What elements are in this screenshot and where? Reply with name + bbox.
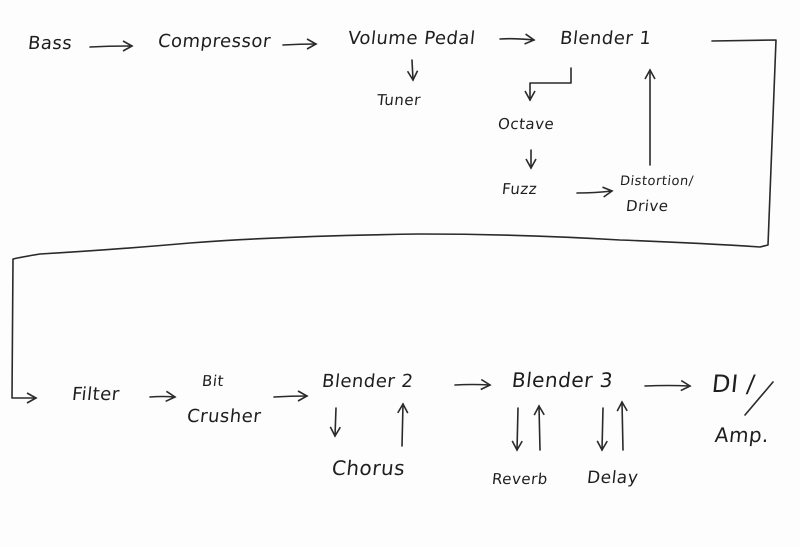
node-distortion-line1: Distortion/ [619, 174, 695, 189]
node-volume-pedal: Volume Pedal [346, 28, 477, 49]
arrow-blender2-to-blender3 [454, 378, 492, 391]
node-compressor: Compressor [156, 31, 272, 52]
node-blender-1: Blender 1 [558, 28, 653, 49]
node-filter: Filter [70, 384, 121, 405]
node-blender-3: Blender 3 [510, 368, 615, 392]
arrow-reverb-to-blender3 [533, 404, 545, 451]
arrow-blender2-to-chorus [329, 407, 342, 438]
arrow-volume-to-tuner [406, 59, 419, 82]
arrow-chorus-to-blender2 [397, 402, 409, 447]
arrow-bass-to-compressor [89, 40, 134, 52]
connector-blender1-to-filter [11, 39, 777, 404]
arrow-blender3-to-output [644, 379, 692, 392]
node-octave: Octave [497, 115, 556, 133]
node-distortion-line2: Drive [625, 197, 670, 215]
slash-di-amp [744, 381, 774, 416]
connector-blender1-to-octave [524, 67, 572, 102]
node-output-line1: DI / [710, 370, 757, 398]
node-blender-2: Blender 2 [320, 371, 415, 392]
arrow-bitcrusher-to-blender2 [273, 390, 309, 402]
node-chorus: Chorus [330, 456, 407, 480]
node-fuzz: Fuzz [501, 180, 539, 198]
node-output-line2: Amp. [713, 423, 771, 447]
node-bitcrusher-line2: Crusher [185, 406, 263, 427]
arrow-fuzz-to-distortion [576, 186, 614, 198]
arrow-blender3-to-reverb [511, 407, 523, 452]
node-tuner: Tuner [376, 91, 422, 109]
node-delay: Delay [586, 468, 640, 488]
arrow-compressor-to-volume [282, 38, 318, 50]
arrow-blender3-to-delay [596, 407, 608, 452]
arrow-filter-to-bitcrusher [149, 390, 177, 403]
arrow-delay-to-blender3 [616, 400, 628, 451]
node-bitcrusher-line1: Bit [201, 372, 225, 390]
node-bass: Bass [26, 33, 74, 54]
arrow-volume-to-blender1 [499, 33, 536, 45]
node-reverb: Reverb [491, 470, 549, 488]
